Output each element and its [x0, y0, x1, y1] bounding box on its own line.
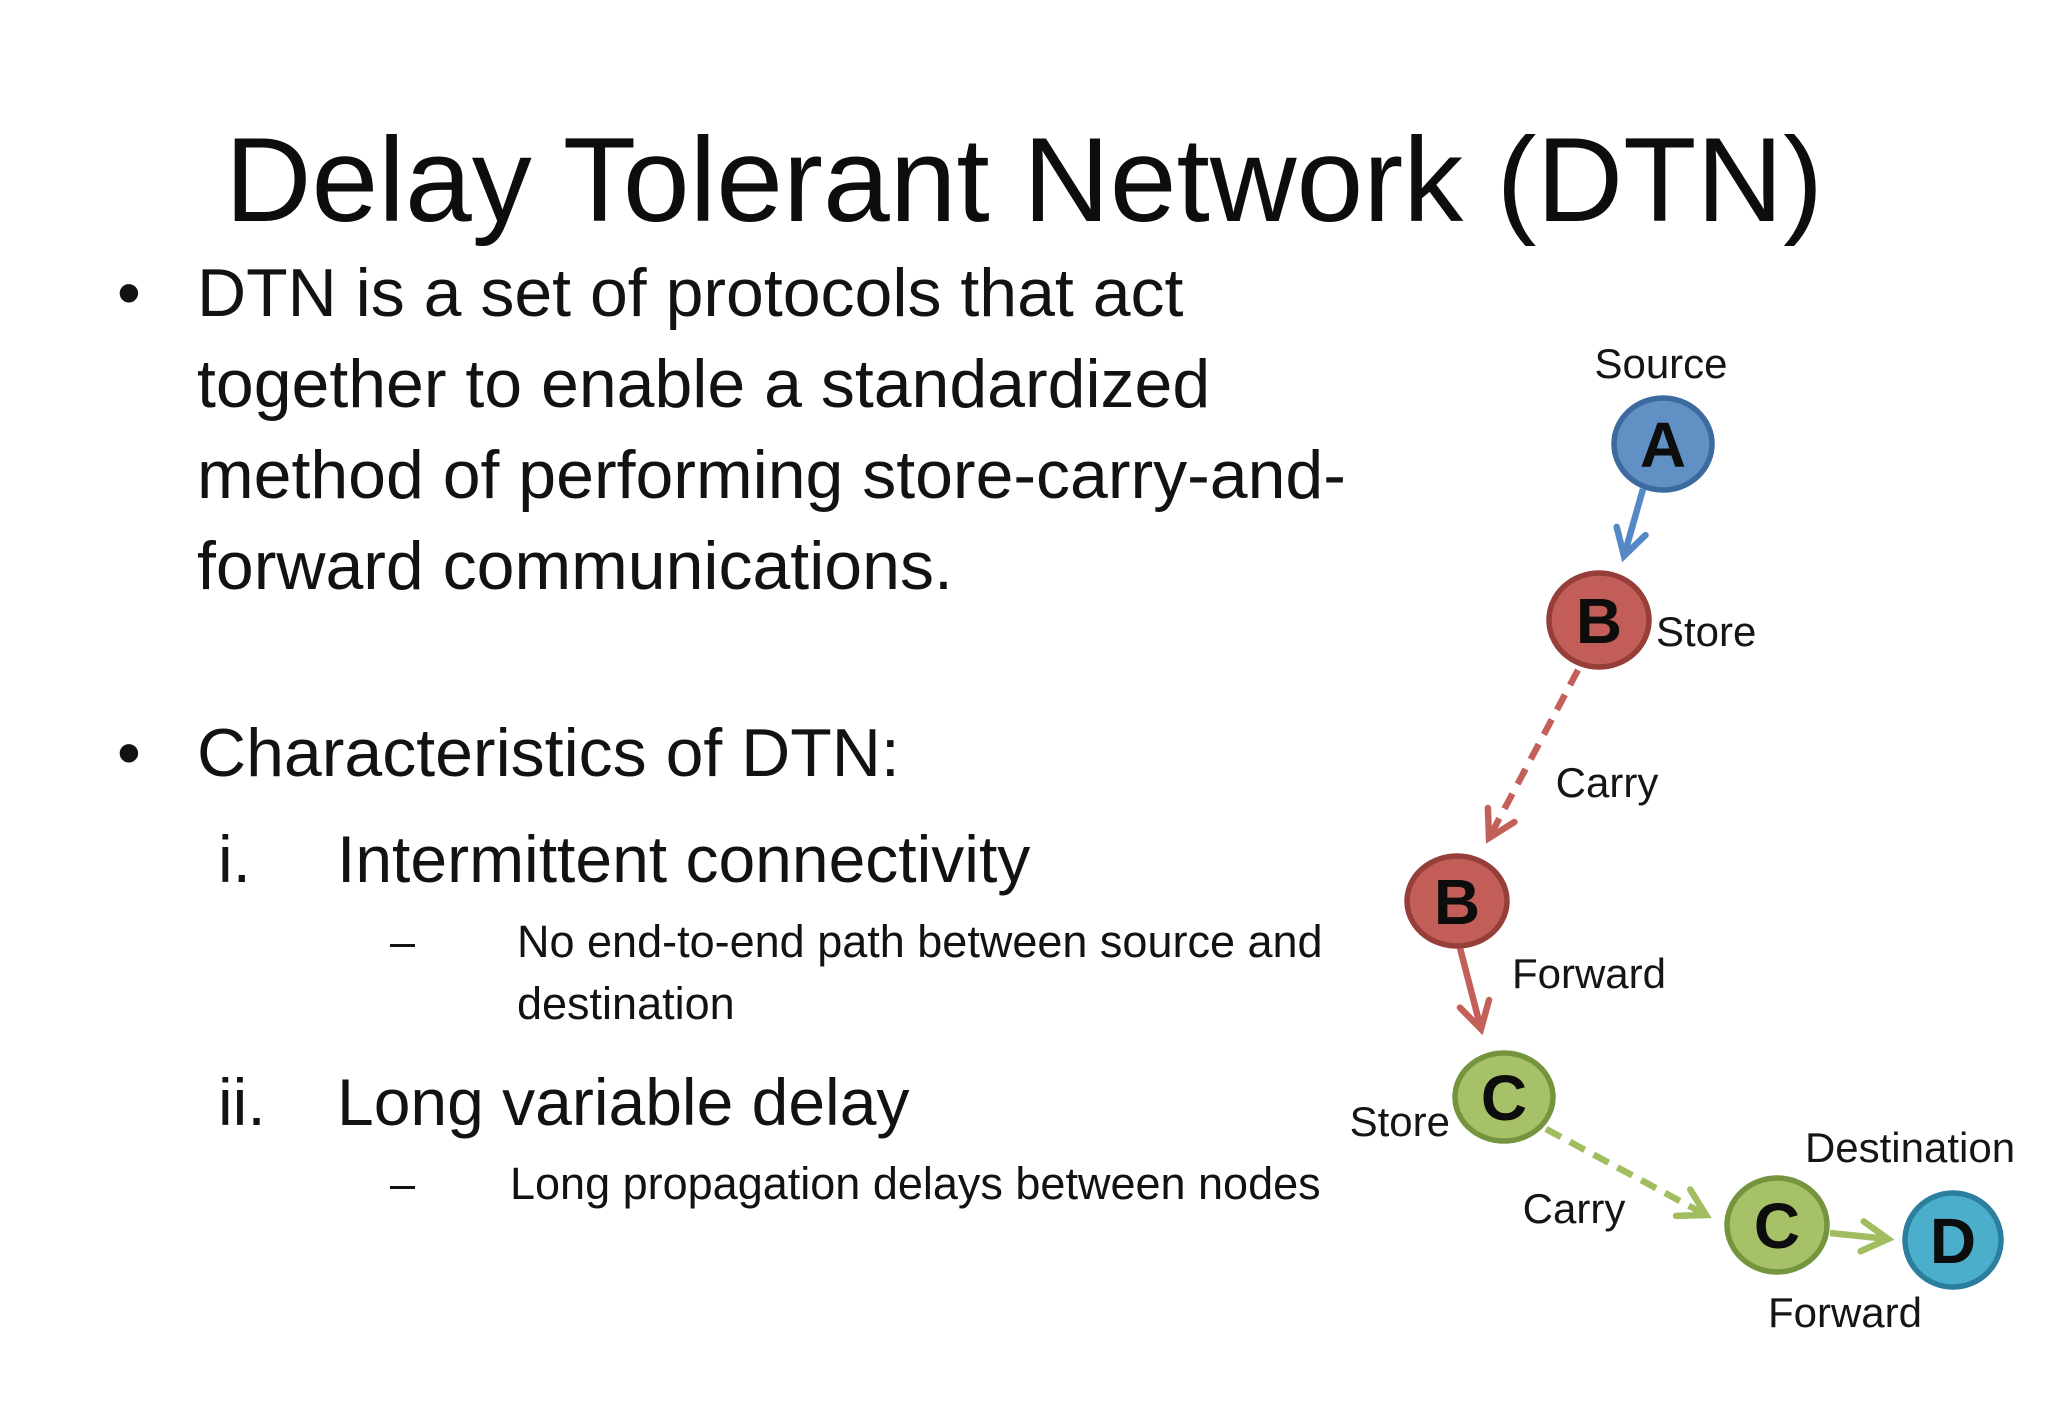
node-b-store-label: B: [1576, 585, 1622, 657]
sub-i-line1: No end-to-end path between source and: [517, 916, 1323, 967]
label-carry-top: Carry: [1556, 759, 1659, 806]
page-title: Delay Tolerant Network (DTN): [224, 113, 1824, 247]
node-a-source: [1611, 395, 1715, 493]
node-d-destination: [1902, 1190, 2004, 1290]
item-i-text: Intermittent connectivity: [337, 822, 1031, 896]
bullet1-line4: forward communications.: [197, 528, 953, 604]
label-carry-bottom: Carry: [1523, 1185, 1626, 1232]
label-destination: Destination: [1805, 1124, 2015, 1171]
node-b-carry-label: B: [1434, 866, 1480, 938]
node-d-label: D: [1930, 1205, 1976, 1277]
sub-ii-text: Long propagation delays between nodes: [510, 1158, 1321, 1209]
item-ii-text: Long variable delay: [337, 1065, 910, 1139]
bullet2-marker: •: [117, 715, 141, 791]
arrow-carry-b-dashed-icon: [1484, 668, 1581, 844]
sub-i-marker: –: [390, 916, 416, 967]
label-store-top: Store: [1656, 608, 1756, 655]
item-i-marker: i.: [218, 822, 251, 896]
arrow-carry-c-dashed-icon: [1544, 1126, 1712, 1220]
label-forward-top: Forward: [1512, 950, 1666, 997]
node-b-carry: [1404, 853, 1510, 949]
arrow-forward-b-to-c-icon: [1456, 947, 1493, 1036]
node-c-carry: [1724, 1175, 1830, 1275]
sub-i-text: No end-to-end path between source and de…: [517, 911, 1323, 1035]
bullet1-line1: DTN is a set of protocols that act: [197, 255, 1184, 331]
node-c-store-label: C: [1481, 1062, 1527, 1134]
node-c-carry-label: C: [1754, 1190, 1800, 1262]
node-c-store: [1452, 1050, 1556, 1144]
arrow-forward-c-to-d-icon: [1829, 1218, 1895, 1255]
bullet1-line3: method of performing store-carry-and-: [197, 437, 1346, 513]
node-b-store: [1546, 570, 1652, 670]
bullet2-text: Characteristics of DTN:: [197, 715, 900, 791]
item-ii-marker: ii.: [218, 1065, 266, 1139]
bullet1-line2: together to enable a standardized: [197, 346, 1211, 422]
label-source: Source: [1594, 340, 1727, 387]
label-forward-bottom: Forward: [1768, 1289, 1922, 1336]
node-a-label: A: [1640, 409, 1686, 481]
arrow-a-to-b-icon: [1613, 488, 1649, 563]
sub-ii-marker: –: [390, 1158, 416, 1209]
label-store-bottom: Store: [1350, 1098, 1450, 1145]
sub-i-line2: destination: [517, 978, 735, 1029]
bullet1-marker: •: [117, 255, 141, 331]
bullet1-text: DTN is a set of protocols that act toget…: [197, 248, 1346, 612]
